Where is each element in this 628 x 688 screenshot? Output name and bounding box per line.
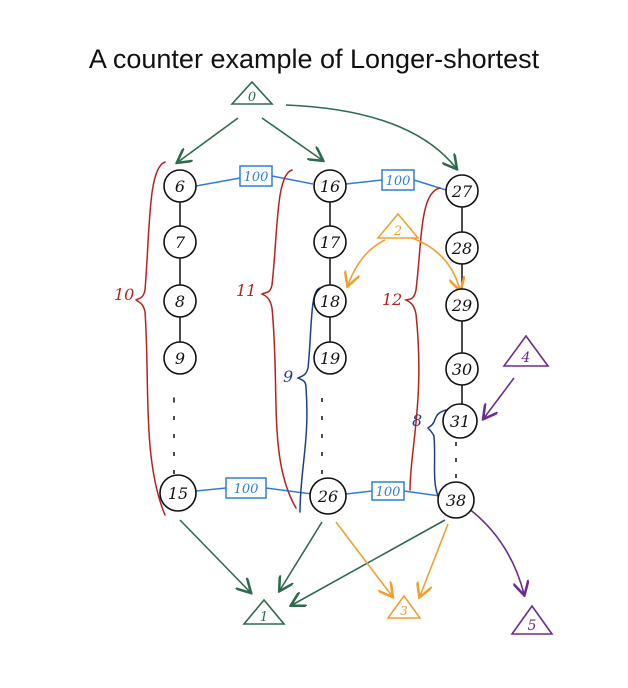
brace-right-partial: [426, 409, 447, 497]
svg-text:28: 28: [451, 239, 472, 258]
source-label-0: 0: [248, 90, 256, 105]
brace-middle-to-right: [403, 187, 441, 491]
weight-box-top-left: 100: [239, 165, 273, 187]
node-16: 16: [313, 169, 347, 203]
sink-label-5: 5: [528, 618, 537, 634]
svg-text:31: 31: [450, 412, 470, 431]
node-9: 9: [163, 341, 197, 375]
weight-box-top-right: 100: [381, 169, 415, 191]
sink-triangle-1: 1: [242, 598, 286, 625]
svg-text:27: 27: [451, 182, 473, 201]
node-31: 31: [442, 403, 478, 439]
source-label-4: 4: [521, 350, 531, 366]
navy-braces: [296, 287, 447, 513]
orange-arrows: [335, 237, 460, 596]
node-15: 15: [159, 474, 197, 512]
node-17: 17: [313, 225, 347, 259]
svg-text:29: 29: [451, 296, 472, 315]
svg-text:18: 18: [320, 292, 340, 311]
sink-label-1: 1: [260, 610, 268, 625]
node-18: 18: [313, 284, 347, 318]
node-6: 6: [163, 169, 197, 203]
weight-label-top-right: 100: [386, 174, 411, 189]
sink-triangle-5: 5: [510, 604, 554, 635]
source-triangle-2: 2: [376, 212, 420, 239]
weight-box-bottom-left: 100: [225, 477, 267, 499]
chain-middle: [321, 202, 331, 474]
svg-text:30: 30: [452, 360, 472, 379]
purple-arrows: [467, 377, 524, 594]
source-label-2: 2: [393, 224, 402, 239]
svg-text:16: 16: [320, 177, 340, 196]
sink-triangle-3: 3: [386, 594, 422, 619]
brace-left-col: [134, 161, 166, 516]
svg-text:26: 26: [317, 487, 338, 506]
weighted-edges: [195, 175, 447, 497]
brace-label-left-col: 10: [114, 285, 134, 304]
node-26: 26: [309, 477, 347, 515]
svg-text:38: 38: [446, 491, 466, 510]
svg-text:7: 7: [175, 233, 186, 252]
svg-text:8: 8: [175, 292, 185, 311]
weight-label-bottom-left: 100: [234, 482, 259, 497]
brace-label-middle-partial: 9: [283, 367, 293, 386]
weight-label-bottom-right: 100: [376, 485, 401, 500]
brace-label-left-to-middle: 11: [236, 281, 256, 300]
weight-box-bottom-right: 100: [371, 481, 405, 501]
source-triangle-0: 0: [230, 80, 274, 105]
diagram-title: A counter example of Longer-shortest: [88, 44, 540, 74]
red-braces: [134, 161, 441, 516]
node-30: 30: [445, 352, 479, 386]
weight-label-top-left: 100: [244, 170, 269, 185]
node-38: 38: [437, 481, 475, 519]
sink-label-3: 3: [400, 604, 408, 618]
node-7: 7: [163, 225, 197, 259]
source-triangle-4: 4: [502, 334, 550, 367]
svg-text:6: 6: [175, 177, 185, 196]
brace-left-to-middle: [260, 169, 297, 509]
node-8: 8: [163, 284, 197, 318]
brace-label-middle-to-right: 12: [382, 290, 402, 309]
node-28: 28: [445, 231, 479, 265]
node-29: 29: [445, 288, 479, 322]
svg-text:9: 9: [175, 349, 185, 368]
svg-text:15: 15: [168, 484, 188, 503]
brace-middle-partial: [296, 287, 321, 513]
brace-label-right-partial: 8: [412, 411, 422, 430]
node-19: 19: [313, 341, 347, 375]
node-27: 27: [445, 174, 479, 208]
svg-text:19: 19: [320, 349, 340, 368]
svg-text:17: 17: [320, 233, 341, 252]
green-arrows: [178, 104, 456, 605]
chain-left: [173, 202, 181, 474]
